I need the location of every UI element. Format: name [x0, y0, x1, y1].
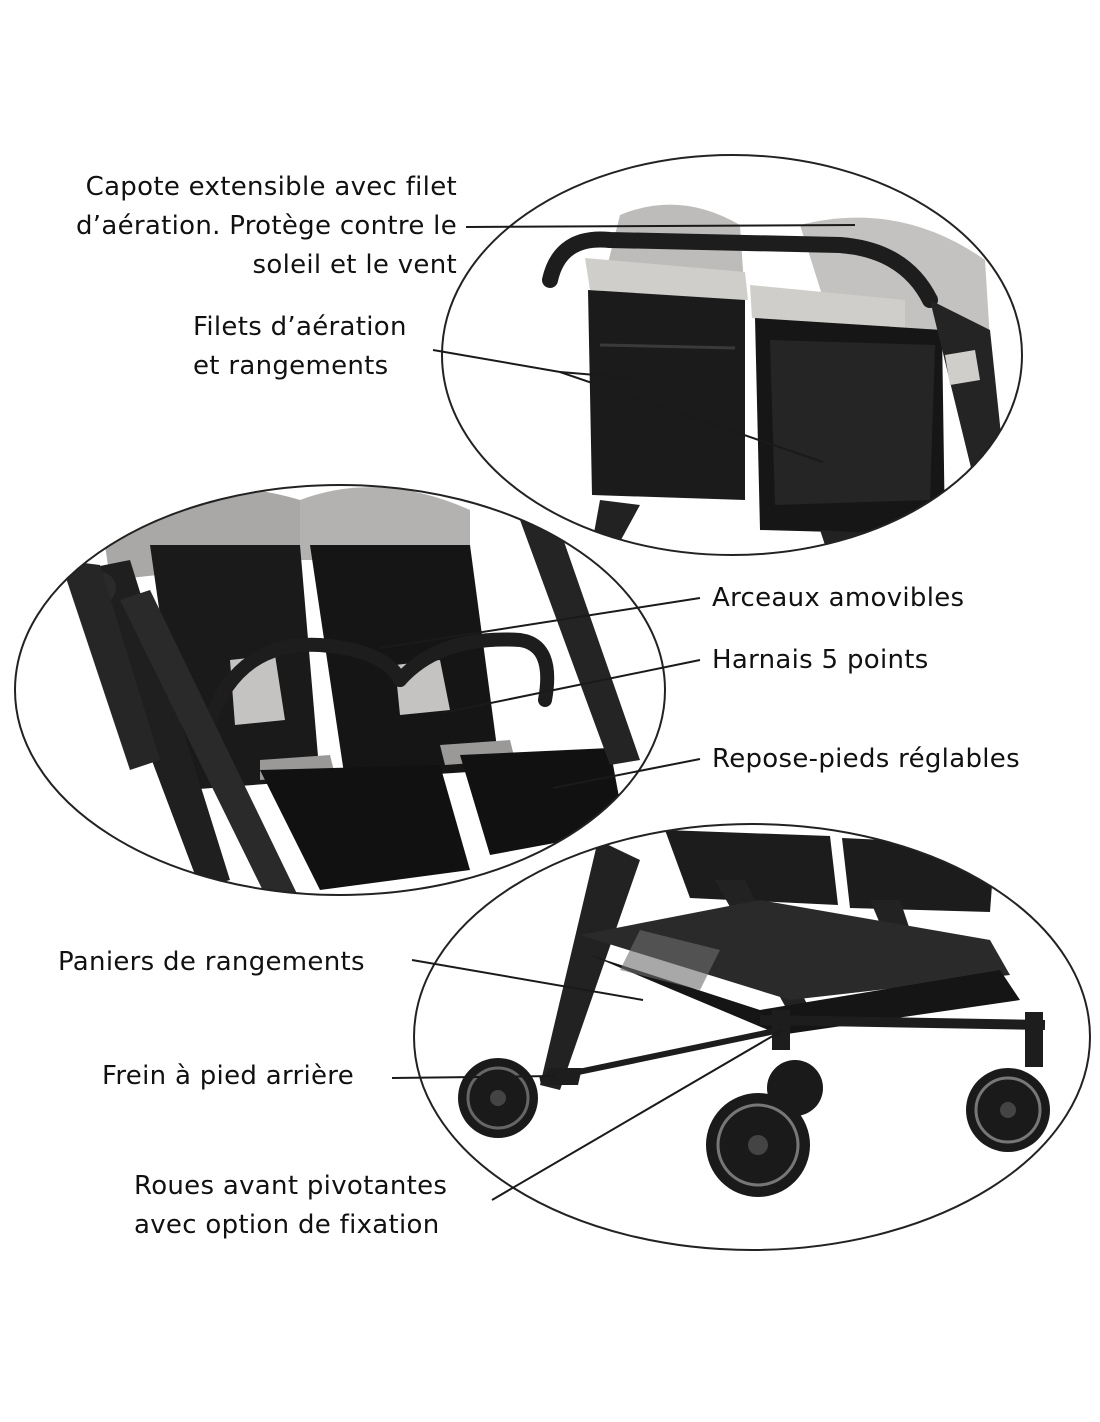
harness-label: Harnais 5 points: [712, 645, 929, 675]
ventilation-label: Filets d’aération et rangements: [193, 308, 407, 386]
leader-footrests: [552, 758, 701, 789]
wheels-label-line-1: Roues avant pivotantes: [134, 1171, 448, 1201]
canopy-label-line-1: Capote extensible avec filet: [85, 172, 457, 202]
wheels-label: Roues avant pivotantes avec option de fi…: [134, 1167, 447, 1245]
leader-lines: [379, 224, 856, 1201]
leader-brake: [391, 1075, 556, 1079]
bumper-bars-label: Arceaux amovibles: [712, 583, 965, 613]
canopy-label-line-3: soleil et le vent: [252, 250, 457, 280]
canopy-label-line-2: d’aération. Protège contre le: [75, 211, 457, 241]
chassis-basket-and-wheels-view: [413, 823, 1091, 1251]
canopy-and-back-pockets-view: [441, 154, 1023, 556]
baskets-label: Paniers de rangements: [58, 947, 365, 977]
leader-canopy: [465, 224, 856, 228]
wheels-label-line-2: avec option de fixation: [134, 1210, 440, 1240]
leader-ventilation-b: [559, 371, 633, 379]
footrests-label: Repose-pieds réglables: [712, 744, 1020, 774]
brake-label: Frein à pied arrière: [102, 1061, 355, 1091]
seats-and-bumper-bars-view: [14, 484, 666, 896]
leader-baskets: [411, 959, 644, 1001]
leader-harness: [441, 659, 701, 714]
ventilation-label-line-2: et rangements: [193, 351, 389, 381]
ventilation-label-line-1: Filets d’aération: [193, 312, 407, 342]
leader-ventilation-a: [432, 349, 561, 373]
leader-ventilation-c: [559, 371, 824, 463]
leader-bumper-bars: [379, 597, 701, 649]
leader-wheels: [491, 1029, 784, 1201]
canopy-label: Capote extensible avec filet d’aération.…: [76, 168, 457, 285]
